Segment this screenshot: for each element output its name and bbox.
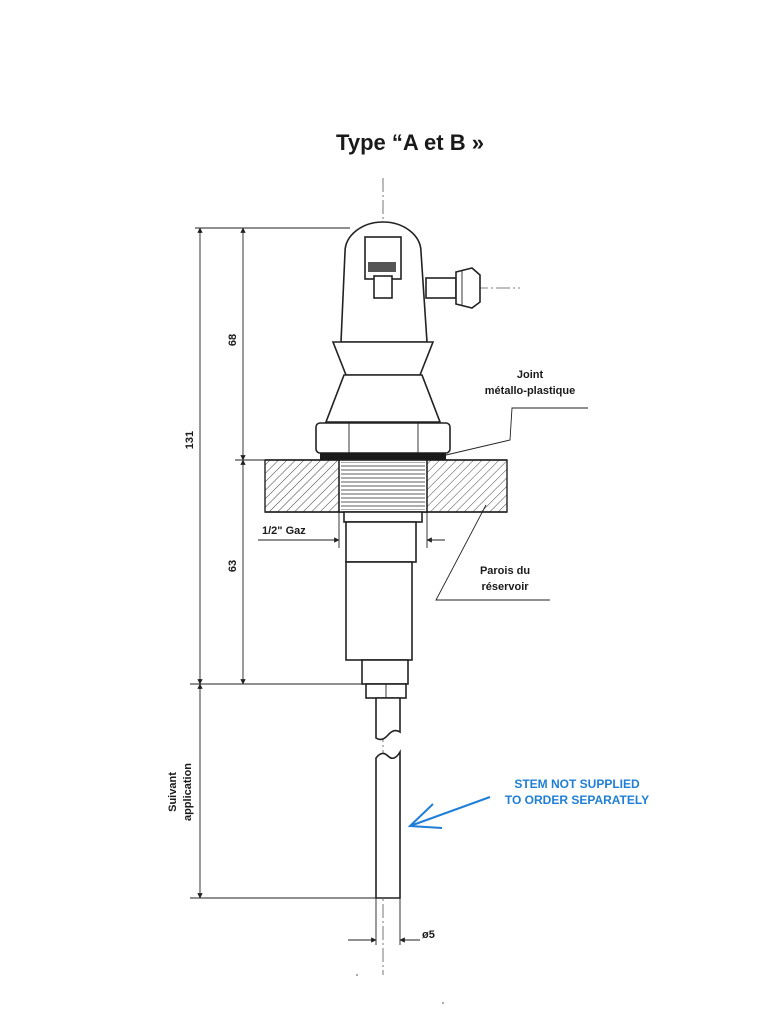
suivant-label-1: Suivant	[167, 772, 179, 812]
connector-head	[340, 221, 481, 343]
dim-lower: 63	[227, 560, 239, 572]
dim-overall: 131	[184, 431, 196, 449]
dim-stem-diameter: ø5	[422, 929, 435, 941]
wall-label-1: Parois du	[480, 565, 530, 577]
stem-lower	[375, 749, 401, 899]
dim-upper: 68	[227, 334, 239, 346]
hex-nut	[315, 422, 451, 454]
note-arrow-shaft	[409, 796, 491, 827]
note-line-1: STEM NOT SUPPLIED	[514, 777, 640, 791]
stem-note: STEM NOT SUPPLIED TO ORDER SEPARATELY	[407, 777, 649, 829]
lower-body	[343, 511, 423, 699]
wall-label-2: réservoir	[481, 581, 529, 593]
thread-label: 1/2" Gaz	[262, 525, 306, 537]
stem-upper	[375, 697, 401, 741]
dimension-lines	[190, 227, 445, 945]
suivant-label-2: application	[182, 763, 194, 821]
note-line-2: TO ORDER SEPARATELY	[505, 793, 649, 807]
insulator-body	[324, 341, 442, 423]
threaded-section	[338, 459, 428, 513]
drawing-title: Type “A et B »	[336, 130, 484, 155]
joint-label-2: métallo-plastique	[485, 385, 575, 397]
note-arrow-icon	[407, 803, 443, 829]
gasket	[320, 453, 446, 460]
leader-lines	[435, 407, 588, 601]
joint-label-1: Joint	[517, 369, 544, 381]
